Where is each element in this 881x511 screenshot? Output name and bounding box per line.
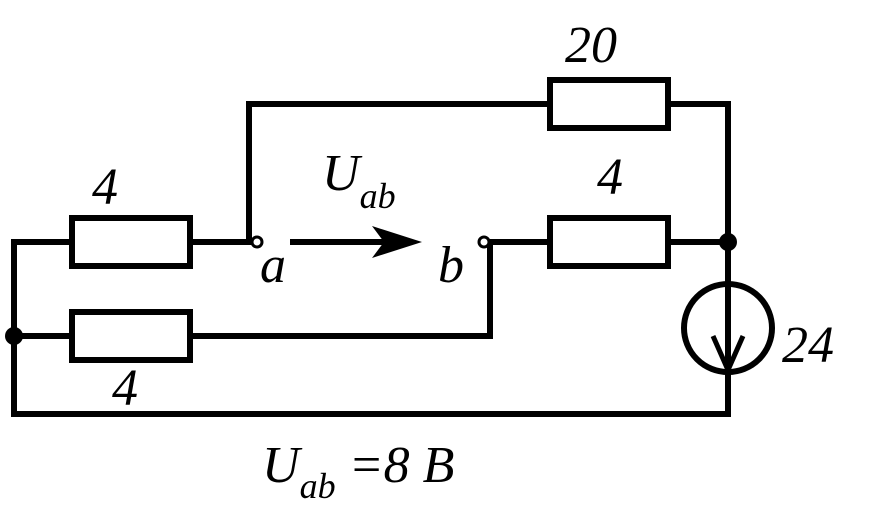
voltage-arrow-head: [372, 226, 422, 258]
label-resistor-right: 4: [597, 149, 623, 206]
resistor-right: [547, 215, 671, 269]
label-terminal-a: a: [260, 237, 286, 294]
wire-r2-to-b: [187, 239, 493, 339]
terminal-a: [250, 235, 264, 249]
junction-node-right: [719, 233, 737, 251]
wire-top-right: [665, 101, 731, 288]
label-voltage-arrow-main: U: [322, 145, 363, 202]
junction-node-left: [5, 327, 23, 345]
wire-a-to-top: [246, 101, 553, 245]
voltage-arrow: [290, 226, 422, 258]
label-resistor-top: 20: [565, 17, 617, 74]
label-equation-rest: =8 B: [336, 437, 455, 494]
current-source-arrow-head: [710, 334, 746, 377]
label-equation: Uab =8 B: [262, 437, 454, 506]
resistor-left-bottom: [69, 309, 193, 363]
resistor-top: [547, 77, 671, 131]
label-terminal-b: b: [438, 237, 464, 294]
label-voltage-arrow: Uab: [322, 145, 396, 216]
label-equation-sub: ab: [300, 466, 336, 506]
label-voltage-arrow-sub: ab: [360, 176, 396, 216]
current-source: [681, 281, 775, 377]
label-resistor-left-bottom: 4: [112, 360, 138, 417]
label-current-source: 24: [782, 317, 834, 374]
label-resistor-left-top: 4: [92, 159, 118, 216]
label-equation-main: U: [262, 437, 303, 494]
terminal-b: [477, 235, 491, 249]
resistor-left-top: [69, 215, 193, 269]
